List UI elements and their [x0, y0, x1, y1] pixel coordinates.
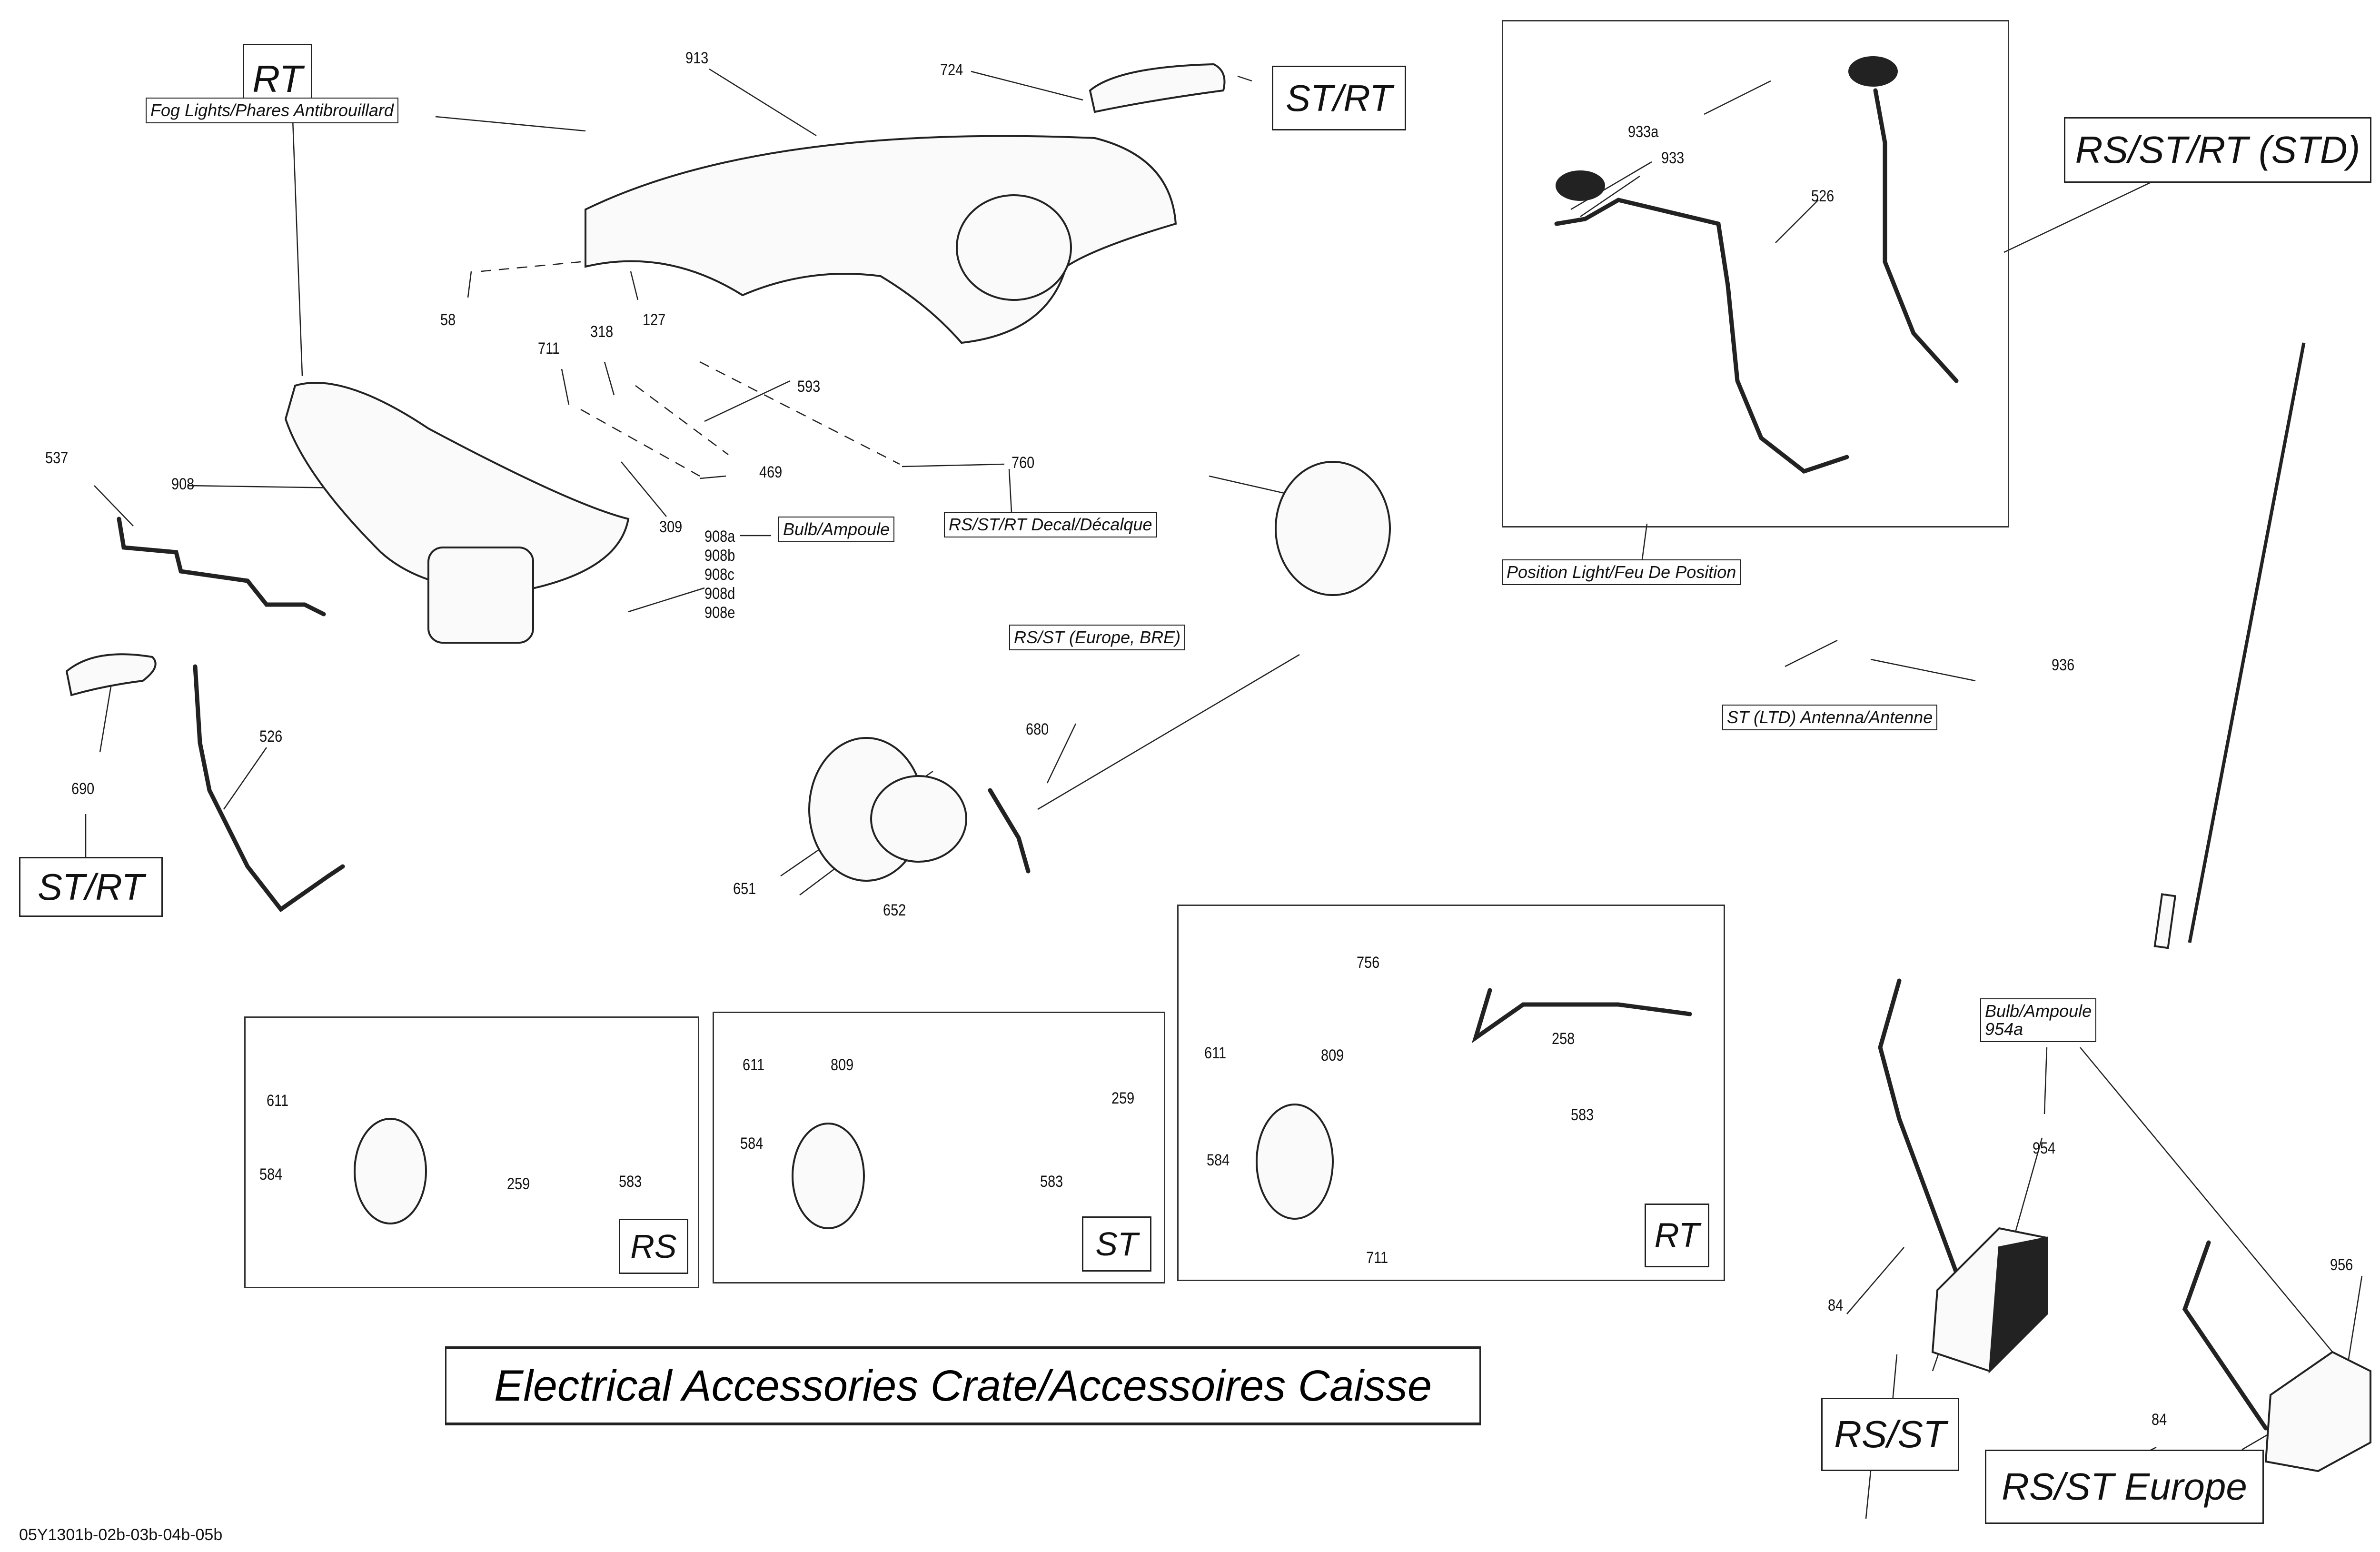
- callout-652: 652: [883, 901, 906, 919]
- callout-rt-809: 809: [1321, 1046, 1344, 1065]
- panel-horn-rt: [1177, 905, 1725, 1281]
- variant-badge-rs: RS: [619, 1219, 688, 1274]
- tail-light-954: [1878, 978, 2048, 1374]
- callout-936: 936: [2052, 656, 2075, 674]
- callout-690: 690: [71, 780, 95, 798]
- callout-st-809: 809: [831, 1056, 854, 1074]
- callout-760: 760: [1012, 454, 1035, 472]
- horn-rt: [1256, 988, 1692, 1220]
- caption-antenna: ST (LTD) Antenna/Antenne: [1722, 705, 1938, 730]
- fog-light-housing-908: [284, 382, 630, 644]
- assembly-lines: [480, 261, 900, 477]
- headlight-913: [585, 135, 1177, 344]
- callout-908: 908: [171, 475, 195, 493]
- callout-956: 956: [2330, 1256, 2353, 1274]
- callout-rt-258: 258: [1552, 1030, 1575, 1048]
- variant-badge-st-rt-left: ST/RT: [19, 857, 163, 917]
- callout-954: 954: [2033, 1139, 2056, 1157]
- callout-908e: 908e: [704, 604, 735, 622]
- callout-rs-584: 584: [259, 1165, 283, 1184]
- callout-84-b: 84: [2152, 1411, 2167, 1429]
- panel-horn-st: [713, 1012, 1165, 1283]
- caption-decal: RS/ST/RT Decal/Décalque: [944, 512, 1157, 537]
- caption-bulb-954: Bulb/Ampoule 954a: [1980, 998, 2097, 1042]
- callout-526-right: 526: [1811, 187, 1835, 205]
- callout-84-a: 84: [1828, 1296, 1844, 1314]
- callout-rs-611: 611: [267, 1092, 289, 1110]
- variant-badge-rs-st-rt-std: RS/ST/RT (STD): [2064, 117, 2371, 183]
- callout-593: 593: [797, 378, 821, 396]
- callout-526-left: 526: [259, 727, 283, 746]
- callout-rt-611: 611: [1204, 1044, 1227, 1062]
- caption-europe-bre: RS/ST (Europe, BRE): [1009, 625, 1186, 650]
- panel-horn-rs: [244, 1016, 699, 1288]
- position-light-harness: [1554, 56, 1959, 474]
- variant-badge-rs-st-europe: RS/ST Europe: [1985, 1450, 2264, 1524]
- callout-724: 724: [940, 61, 963, 79]
- callout-rs-259: 259: [507, 1175, 530, 1193]
- callout-127: 127: [643, 311, 666, 329]
- callout-933: 933: [1661, 149, 1685, 167]
- callout-537: 537: [45, 449, 69, 467]
- callout-469: 469: [759, 463, 783, 481]
- leader-lines: [85, 68, 2363, 1519]
- horn-st: [792, 1123, 865, 1229]
- callout-908a: 908a: [704, 527, 735, 546]
- callout-58: 58: [440, 311, 456, 329]
- callout-309: 309: [659, 518, 683, 536]
- caption-bulb-954-line1: Bulb/Ampoule: [1985, 1001, 2092, 1021]
- callout-933a: 933a: [1628, 123, 1659, 141]
- variant-badge-rt: RT: [1645, 1204, 1709, 1267]
- variant-badge-st: ST: [1082, 1216, 1151, 1272]
- callout-rt-584: 584: [1207, 1151, 1230, 1169]
- tail-light-956: [2182, 1240, 2371, 1472]
- callout-680: 680: [1026, 720, 1049, 738]
- callout-913: 913: [685, 49, 709, 67]
- callout-rt-756: 756: [1357, 954, 1380, 972]
- callout-st-611: 611: [743, 1056, 765, 1074]
- callout-rs-583: 583: [619, 1173, 642, 1191]
- callout-908d: 908d: [704, 585, 735, 603]
- turn-signal-724: [1089, 63, 1226, 113]
- caption-position-light: Position Light/Feu De Position: [1502, 559, 1741, 585]
- callout-st-259: 259: [1111, 1089, 1135, 1107]
- panel-position-light: [1502, 20, 2009, 527]
- callout-318: 318: [590, 323, 614, 341]
- antenna-936: [2153, 342, 2306, 949]
- fog-light-europe-651: [808, 461, 1391, 882]
- callout-908c: 908c: [704, 566, 734, 584]
- variant-badge-rs-st: RS/ST: [1821, 1398, 1959, 1471]
- callout-651: 651: [733, 880, 756, 898]
- callout-st-583: 583: [1040, 1173, 1063, 1191]
- horn-rs: [354, 1118, 427, 1224]
- callout-rt-583: 583: [1571, 1106, 1594, 1124]
- drawing-code: 05Y1301b-02b-03b-04b-05b: [19, 1526, 223, 1544]
- variant-badge-st-rt-top: ST/RT: [1272, 66, 1406, 130]
- caption-fog-lights: Fog Lights/Phares Antibrouillard: [146, 98, 398, 123]
- caption-bulb-954-line2: 954a: [1985, 1019, 2023, 1039]
- callout-st-584: 584: [740, 1134, 764, 1153]
- callout-908b: 908b: [704, 547, 735, 565]
- caption-bulb-908: Bulb/Ampoule: [778, 517, 895, 542]
- callout-711-top: 711: [538, 339, 560, 358]
- wiring-harness-537: [117, 517, 326, 617]
- callout-rt-711: 711: [1366, 1249, 1388, 1267]
- diagram-title: Electrical Accessories Crate/Accessoires…: [445, 1346, 1481, 1425]
- turn-signal-690: [65, 653, 345, 913]
